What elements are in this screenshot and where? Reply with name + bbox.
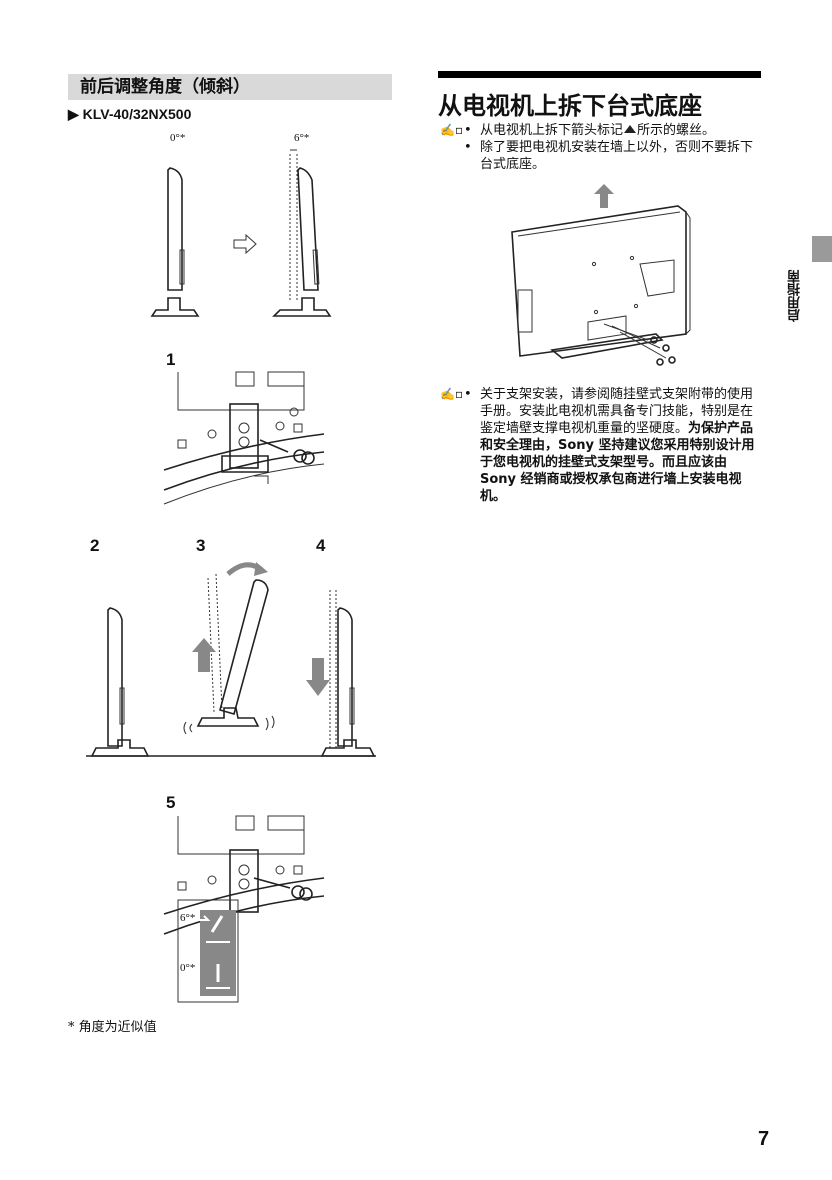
tv-rear-illustration: [511, 184, 691, 366]
angle-6-label: 6°*: [294, 132, 310, 144]
step-2-label: 2: [90, 536, 100, 555]
up-arrow-icon: [192, 638, 216, 672]
note-2-bold-text: 为保护产品和安全理由，Sony 坚持建议您采用特别设计用于您电视机的挂壁式支架型…: [480, 421, 755, 504]
step-3-label: 3: [196, 536, 206, 555]
pencil-note-icon: ✍▫: [440, 387, 464, 401]
pencil-note-icon: ✍▫: [440, 123, 464, 137]
footnote: * 角度为近似值: [68, 1020, 157, 1035]
up-arrow-mark-icon: [624, 125, 637, 133]
section-tab-label: 启用指南: [788, 270, 803, 322]
page-title: 从电视机上拆下台式底座: [438, 92, 702, 120]
screw-icon: [253, 877, 313, 901]
note-2: ✍▫ • 关于支架安装，请参阅随挂壁式支架附带的使用手册。安装此电视机需具备专门…: [440, 387, 755, 504]
outline-right-arrow-icon: [233, 233, 257, 255]
model-name: KLV-40/32NX500: [82, 106, 192, 122]
note-1: ✍▫ • 从电视机上拆下箭头标记所示的螺丝。 • 除了要把电视机安装在墙上以外，…: [440, 122, 770, 182]
tv-side-6deg: [272, 149, 332, 317]
step-5-illustration: [163, 815, 325, 1003]
step-5-label: 5: [166, 793, 176, 812]
step-1-label: 1: [166, 350, 176, 369]
step-1-illustration: [163, 371, 325, 505]
note-1-text-b: 所示的螺丝。: [637, 123, 716, 138]
dial-6-label: 6°*: [180, 912, 196, 924]
note-1-text-c: 除了要把电视机安装在墙上以外，否则不要拆下台式底座。: [480, 140, 754, 172]
step-4-label: 4: [316, 536, 326, 555]
tv-side-0deg: [150, 167, 200, 317]
model-label: ▶ KLV-40/32NX500: [68, 106, 191, 123]
down-arrow-icon: [306, 658, 330, 696]
tilt-illustration: [150, 149, 332, 317]
dial-0-label: 0°*: [180, 962, 196, 974]
title-rule: [438, 71, 761, 78]
note-1-text-a: 从电视机上拆下箭头标记: [480, 123, 624, 138]
model-marker: ▶: [68, 106, 79, 122]
angle-0-label: 0°*: [170, 132, 186, 144]
up-arrow-icon: [594, 184, 614, 208]
tilt-dial-icon: [198, 915, 230, 989]
section-tab: [812, 236, 832, 262]
note-2-text: 关于支架安装，请参阅随挂壁式支架附带的使用手册。安装此电视机需具备专门技能，特别…: [480, 387, 754, 436]
steps-2-4-illustration: [86, 562, 376, 757]
section-heading: 前后调整角度（倾斜）: [68, 74, 392, 100]
screw-icon: [259, 439, 315, 465]
page-number: 7: [758, 1128, 770, 1150]
rotate-arrow-icon: [226, 562, 268, 576]
